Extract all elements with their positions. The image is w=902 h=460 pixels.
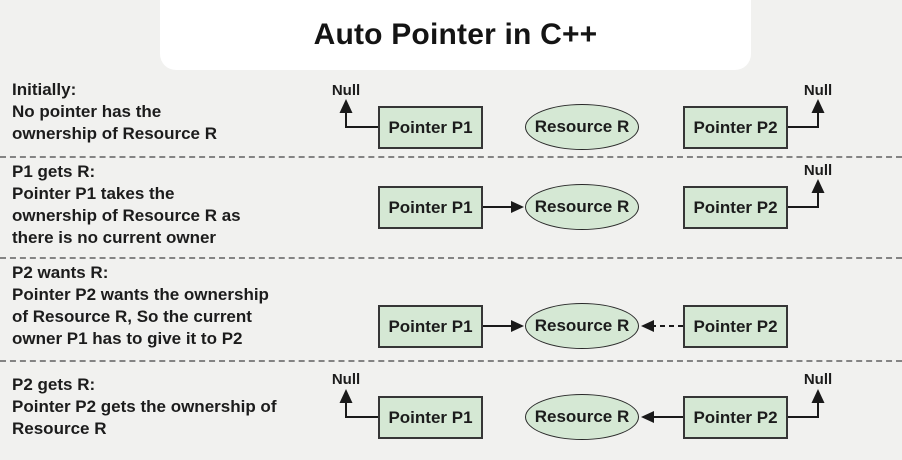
row3-text-line: owner P1 has to give it to P2 — [12, 329, 243, 348]
row3-pointer-p1-label: Pointer P1 — [388, 316, 473, 336]
row1-null-left-label: Null — [331, 82, 361, 99]
row4-pointer-p1-node: Pointer P1 — [378, 396, 483, 439]
row4-pointer-p2-node: Pointer P2 — [683, 396, 788, 439]
row4-text-line: Pointer P2 gets the ownership of — [12, 397, 277, 416]
row3-caption: P2 wants R: Pointer P2 wants the ownersh… — [12, 262, 357, 350]
row1-resource-node: Resource R — [525, 104, 639, 150]
row2-p2-null-arrow — [788, 179, 825, 208]
row2-heading: P1 gets R: — [12, 162, 96, 181]
row-separator — [0, 156, 902, 158]
row4-null-right-label: Null — [803, 371, 833, 388]
row4-pointer-p2-label: Pointer P2 — [693, 407, 778, 427]
row4-resource-node: Resource R — [525, 394, 639, 440]
row2-pointer-p1-label: Pointer P1 — [388, 197, 473, 217]
row4-null-left-label: Null — [331, 371, 361, 388]
row1-text-line: No pointer has the — [12, 102, 162, 121]
row4-pointer-p1-label: Pointer P1 — [388, 407, 473, 427]
row2-resource-label: Resource R — [534, 197, 630, 216]
row4-ownership-arrow-p2-to-r — [641, 411, 683, 423]
row2-pointer-p2-label: Pointer P2 — [693, 197, 778, 217]
row2-pointer-p2-node: Pointer P2 — [683, 186, 788, 229]
title-card: Auto Pointer in C++ — [160, 0, 751, 70]
row4-text-line: Resource R — [12, 419, 107, 438]
row2-resource-node: Resource R — [525, 184, 639, 230]
row2-text-line: there is no current owner — [12, 228, 217, 247]
row2-text-line: Pointer P1 takes the — [12, 184, 175, 203]
row1-pointer-p2-label: Pointer P2 — [693, 117, 778, 137]
row1-null-right-label: Null — [803, 82, 833, 99]
row3-request-arrow-p2-to-r — [641, 320, 683, 332]
row1-pointer-p2-node: Pointer P2 — [683, 106, 788, 149]
page-title: Auto Pointer in C++ — [313, 18, 598, 51]
row2-text-line: ownership of Resource R as — [12, 206, 241, 225]
row4-caption: P2 gets R: Pointer P2 gets the ownership… — [12, 374, 357, 440]
row2-caption: P1 gets R: Pointer P1 takes the ownershi… — [12, 161, 357, 249]
row3-heading: P2 wants R: — [12, 263, 109, 282]
row1-p2-null-arrow — [788, 99, 825, 128]
row-separator — [0, 360, 902, 362]
row1-text-line: ownership of Resource R — [12, 124, 217, 143]
row1-heading: Initially: — [12, 80, 77, 99]
row3-pointer-p2-node: Pointer P2 — [683, 305, 788, 348]
row2-null-right-label: Null — [803, 162, 833, 179]
row3-text-line: of Resource R, So the current — [12, 307, 252, 326]
row3-resource-node: Resource R — [525, 303, 639, 349]
row2-ownership-arrow-p1-to-r — [483, 201, 524, 213]
row4-p2-null-arrow — [788, 389, 825, 418]
row4-resource-label: Resource R — [534, 407, 630, 426]
row2-pointer-p1-node: Pointer P1 — [378, 186, 483, 229]
row-separator — [0, 257, 902, 259]
row1-resource-label: Resource R — [534, 117, 630, 136]
row3-text-line: Pointer P2 wants the ownership — [12, 285, 269, 304]
row4-heading: P2 gets R: — [12, 375, 96, 394]
row3-ownership-arrow-p1-to-r — [483, 320, 524, 332]
row3-resource-label: Resource R — [534, 316, 630, 335]
row1-pointer-p1-label: Pointer P1 — [388, 117, 473, 137]
row1-pointer-p1-node: Pointer P1 — [378, 106, 483, 149]
row3-pointer-p2-label: Pointer P2 — [693, 316, 778, 336]
row1-caption: Initially: No pointer has the ownership … — [12, 79, 357, 145]
row3-pointer-p1-node: Pointer P1 — [378, 305, 483, 348]
